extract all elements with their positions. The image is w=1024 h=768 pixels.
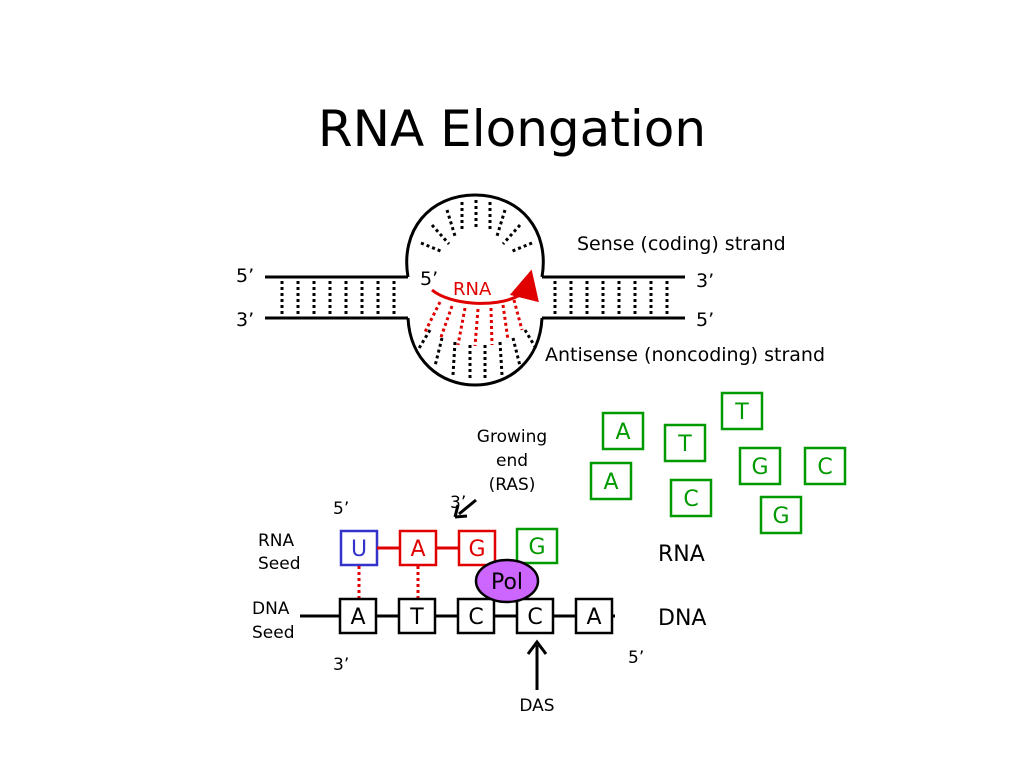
growing-end-arrow-head [453, 504, 468, 519]
bubble-lower-bases [416, 329, 539, 378]
antisense-strand-label: Antisense (noncoding) strand [545, 344, 825, 366]
rna-seed-letter: A [410, 537, 425, 562]
dna-3prime-label: 3’ [333, 655, 349, 675]
dna-seed-letter: C [527, 605, 542, 630]
free-nucleotide-box [663, 423, 707, 463]
rna-seed-label-line1: RNA [258, 531, 295, 551]
sense-strand-label: Sense (coding) strand [577, 233, 786, 255]
free-nucleotide-box [589, 461, 633, 501]
rna-seed-letter: G [468, 537, 485, 562]
rna-seed-letter: U [351, 537, 367, 562]
rna-seed-box [457, 529, 497, 567]
free-nucleotide-box [738, 446, 782, 486]
dna-seed-label-line1: DNA [252, 599, 290, 619]
free-nucleotides: A T T A G C C G [589, 391, 847, 535]
incoming-nucleotide-box [515, 527, 559, 565]
growing-end-arrow [458, 498, 477, 516]
free-nucleotide-box [759, 495, 803, 535]
right-bottom-end-label: 5’ [696, 309, 714, 331]
right-base-pairs [553, 281, 669, 314]
rna-label: RNA [453, 279, 492, 300]
free-nucleotide-letter: C [817, 455, 832, 480]
free-nucleotide-letter: T [677, 432, 692, 457]
transcription-bubble: 5’ 3’ 3’ 5’ 5’ RNA Sense (coding) strand… [236, 193, 825, 387]
dna-seed-letter: C [468, 605, 483, 630]
free-nucleotide-letter: T [734, 400, 749, 425]
free-nucleotide-letter: G [751, 455, 768, 480]
dna-seed-box [515, 597, 555, 635]
incoming-nucleotide-letter: G [528, 535, 545, 560]
dna-seed-box [338, 597, 378, 635]
growing-end-label-line1: Growing [477, 427, 547, 447]
das-arrow-head [526, 639, 548, 655]
slide-title: RNA Elongation [317, 100, 707, 158]
free-nucleotide-letter: A [603, 470, 618, 495]
bubble-bottom-strand [406, 317, 544, 387]
dna-seed-box [456, 597, 496, 635]
left-base-pairs [280, 281, 396, 314]
dna-row-label: DNA [658, 606, 706, 631]
rna-5prime-label: 5’ [333, 499, 349, 519]
elongation-model: Growing end (RAS) 5’ 3’ RNA Seed DNA See… [252, 427, 706, 716]
free-nucleotide-letter: G [772, 504, 789, 529]
rna-base-pairs [423, 299, 524, 347]
dna-seed-box [574, 597, 614, 635]
rna-5prime-label: 5’ [420, 268, 438, 290]
bubble-top-strand [405, 193, 545, 278]
dna-seed-box [397, 597, 437, 635]
rna-3prime-label: 3’ [450, 493, 466, 513]
right-top-end-label: 3’ [696, 270, 714, 292]
polymerase [474, 558, 540, 604]
free-nucleotide-box [669, 478, 713, 518]
growing-end-label-line3: (RAS) [489, 475, 536, 495]
bubble-upper-bases [420, 200, 533, 254]
free-nucleotide-box [803, 446, 847, 486]
free-nucleotide-box [601, 411, 645, 451]
dna-seed-letter: A [586, 605, 601, 630]
growing-end-label-line2: end [496, 451, 528, 471]
rna-row-label: RNA [658, 542, 705, 567]
left-top-end-label: 5’ [236, 265, 254, 287]
free-nucleotide-letter: C [683, 487, 698, 512]
free-nucleotide-box [720, 391, 764, 431]
dna-5prime-label: 5’ [628, 648, 644, 668]
free-nucleotide-letter: A [615, 420, 630, 445]
das-label: DAS [519, 696, 554, 716]
left-bottom-end-label: 3’ [236, 309, 254, 331]
polymerase-label: Pol [491, 570, 523, 595]
rna-strand [431, 269, 539, 305]
dna-seed-label-line2: Seed [252, 623, 295, 643]
rna-seed-label-line2: Seed [258, 554, 301, 574]
dna-seed-letter: A [350, 605, 365, 630]
dna-seed-letter: T [409, 605, 424, 630]
